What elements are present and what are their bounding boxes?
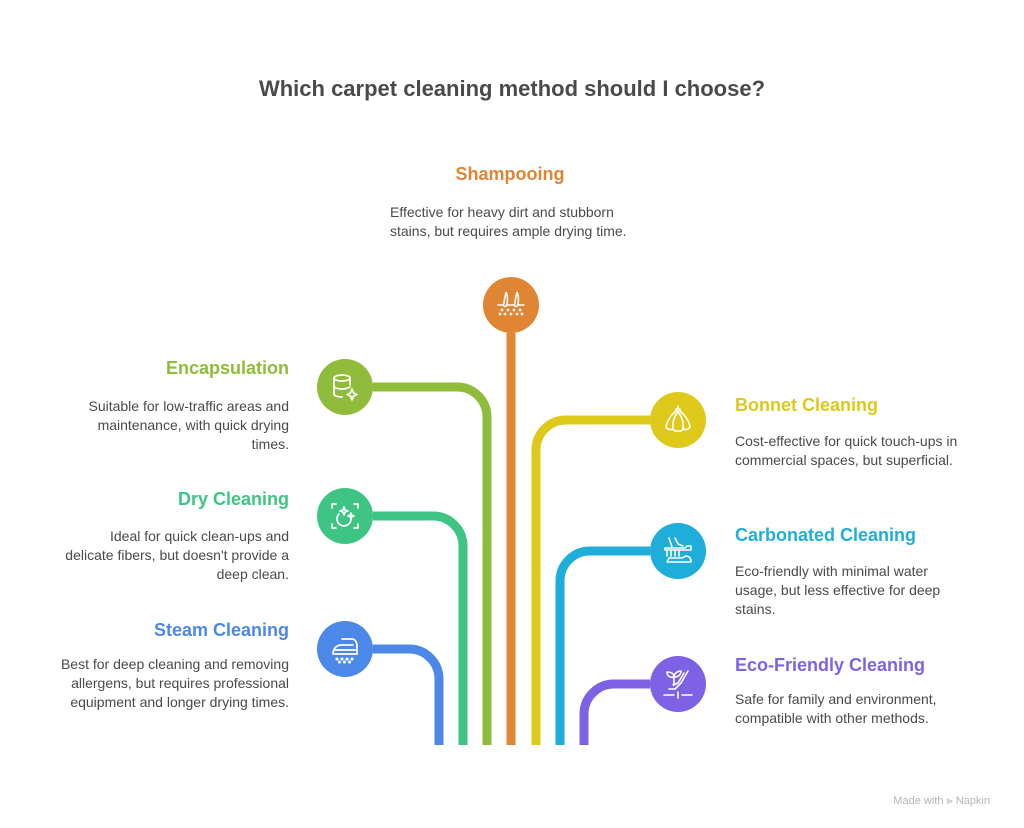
page-title: Which carpet cleaning method should I ch…	[258, 76, 766, 101]
node-bonnet-cleaning	[650, 392, 706, 448]
connector-bonnet-cleaning	[531, 415, 650, 745]
node-carbonated-cleaning	[650, 523, 706, 579]
desc-shampooing: Effective for heavy dirt and stubborn st…	[390, 204, 627, 239]
database-sparkle-icon	[333, 374, 358, 401]
sparkle-clean-icon	[331, 503, 359, 529]
desc-carbonated-cleaning: Eco-friendly with minimal water usage, b…	[735, 563, 941, 617]
node-shampooing	[483, 277, 539, 333]
desc-dry-cleaning: Ideal for quick clean-ups and delicate f…	[65, 528, 289, 582]
node-encapsulation	[317, 359, 373, 415]
bonnet-mop-icon	[665, 405, 691, 433]
label-eco-friendly-cleaning: Eco-Friendly Cleaning	[735, 655, 926, 675]
node-dry-cleaning	[317, 488, 373, 544]
node-eco-friendly-cleaning	[650, 656, 706, 712]
label-carbonated-cleaning: Carbonated Cleaning	[735, 525, 917, 545]
label-bonnet-cleaning: Bonnet Cleaning	[735, 395, 878, 415]
connector-carbonated-cleaning	[555, 546, 650, 745]
desc-steam-cleaning: Best for deep cleaning and removing alle…	[60, 656, 289, 710]
connector-eco-friendly-cleaning	[579, 679, 650, 745]
label-shampooing: Shampooing	[455, 164, 565, 184]
label-steam-cleaning: Steam Cleaning	[153, 620, 289, 640]
label-encapsulation: Encapsulation	[165, 358, 289, 378]
connector-encapsulation	[373, 382, 492, 745]
desc-eco-friendly-cleaning: Safe for family and environment, compati…	[735, 691, 937, 726]
plant-hand-icon	[663, 670, 693, 699]
scrub-brush-icon	[664, 537, 692, 563]
node-steam-cleaning	[317, 621, 373, 677]
label-dry-cleaning: Dry Cleaning	[177, 489, 289, 509]
hair-follicle-icon	[497, 291, 525, 316]
desc-bonnet-cleaning: Cost-effective for quick touch-ups in co…	[735, 433, 958, 468]
napkin-watermark: Made with ⪢ Napkin	[893, 795, 990, 807]
connector-dry-cleaning	[373, 511, 468, 745]
connector-steam-cleaning	[373, 644, 444, 745]
steam-iron-icon	[332, 638, 358, 664]
desc-encapsulation: Suitable for low-traffic areas and maint…	[88, 398, 289, 452]
